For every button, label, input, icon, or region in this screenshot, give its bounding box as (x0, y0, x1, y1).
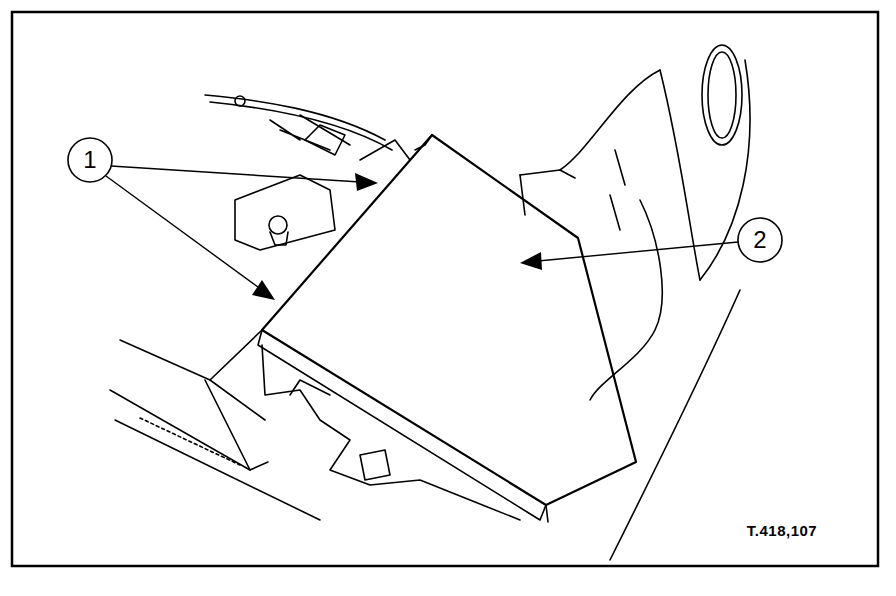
callout-circles (68, 138, 782, 262)
arrowheads (252, 173, 542, 300)
callout-number: 1 (83, 148, 96, 172)
callout-number: 2 (753, 228, 766, 252)
leader-lines (106, 166, 738, 290)
frame (12, 12, 878, 566)
vehicle-interior (110, 45, 750, 560)
figure-reference: T.418,107 (747, 523, 817, 538)
